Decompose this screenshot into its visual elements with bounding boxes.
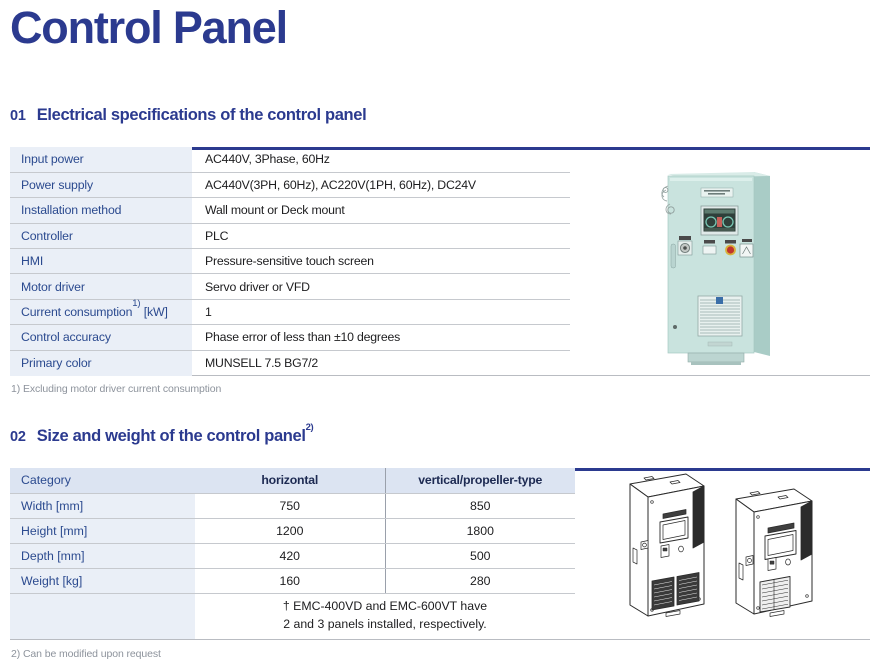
- row-label: Motor driver: [10, 273, 192, 300]
- row-label: Primary color: [10, 350, 192, 376]
- table-row: Height [mm] 1200 1800: [10, 518, 575, 544]
- table-row: Input power AC440V, 3Phase, 60Hz: [10, 147, 570, 173]
- row-value-vertical: 1800: [384, 518, 575, 544]
- table-note: † EMC-400VD and EMC-600VT have 2 and 3 p…: [195, 593, 575, 639]
- table2-bottom-rule: [10, 639, 870, 640]
- section-number: 02: [10, 429, 26, 445]
- row-label-current-consumption: Current consumption1) [kW]: [10, 297, 192, 326]
- table-header-row: Category horizontal vertical/propeller-t…: [10, 468, 575, 494]
- row-value: 1: [192, 299, 570, 326]
- table1-bottom-rule: [10, 375, 870, 376]
- control-panel-product-photo: [658, 160, 776, 372]
- row-label: Installation method: [10, 197, 192, 224]
- row-value: Wall mount or Deck mount: [192, 197, 570, 224]
- row-value: MUNSELL 7.5 BG7/2: [205, 356, 319, 371]
- cabinet-line-drawings: [608, 470, 876, 635]
- section-title: Electrical specifications of the control…: [36, 106, 367, 124]
- row-value-vertical: 500: [384, 543, 575, 569]
- row-value: AC440V(3PH, 60Hz), AC220V(1PH, 60Hz), DC…: [192, 172, 570, 199]
- table-row: Primary color MUNSELL 7.5 BG7/2: [10, 350, 570, 376]
- section-title-text: Size and weight of the control panel: [36, 427, 306, 445]
- footnote-marker: 1): [132, 297, 141, 309]
- table-row: Current consumption1) [kW] 1: [10, 297, 570, 326]
- page-title: Control Panel: [10, 2, 288, 53]
- row-value: Servo driver or VFD: [192, 273, 570, 300]
- row-value-horizontal: 160: [195, 568, 385, 594]
- row-label-text: Current consumption: [21, 305, 133, 320]
- table-row: Power supply AC440V(3PH, 60Hz), AC220V(1…: [10, 172, 570, 199]
- row-label: Input power: [10, 147, 192, 173]
- cabinet-drawings-svg: [629, 473, 813, 617]
- column-header-category: Category: [10, 468, 195, 494]
- row-value-horizontal: 1200: [195, 518, 385, 544]
- row-label: Control accuracy: [10, 324, 192, 351]
- section-heading-01: 01 Electrical specifications of the cont…: [10, 106, 367, 125]
- table-row: Width [mm] 750 850: [10, 493, 575, 519]
- table-row: HMI Pressure-sensitive touch screen: [10, 248, 570, 275]
- size-and-weight-table: Category horizontal vertical/propeller-t…: [10, 468, 575, 639]
- table-row: Motor driver Servo driver or VFD: [10, 273, 570, 300]
- table-row: Installation method Wall mount or Deck m…: [10, 197, 570, 224]
- section-title: Size and weight of the control panel2): [36, 422, 314, 446]
- row-value: PLC: [192, 223, 570, 250]
- table-note-row: † EMC-400VD and EMC-600VT have 2 and 3 p…: [10, 593, 575, 639]
- row-value-vertical: 850: [384, 493, 575, 519]
- row-label-unit: [kW]: [140, 305, 168, 320]
- row-value-horizontal: 750: [195, 493, 385, 519]
- footnote-2: 2) Can be modified upon request: [11, 648, 161, 660]
- row-label: Width [mm]: [10, 493, 195, 519]
- section-heading-02: 02 Size and weight of the control panel2…: [10, 422, 314, 446]
- row-label: Power supply: [10, 172, 192, 199]
- row-value-horizontal: 420: [195, 543, 385, 569]
- note-line-1: † EMC-400VD and EMC-600VT have: [282, 599, 488, 614]
- table-row: Controller PLC: [10, 223, 570, 250]
- row-value-vertical: 280: [384, 568, 575, 594]
- cabinet-drawing-vertical: [735, 488, 813, 617]
- row-label: Controller: [10, 223, 192, 250]
- row-value: Pressure-sensitive touch screen: [192, 248, 570, 275]
- cabinet-photo-svg: [661, 172, 770, 365]
- table-row: Control accuracy Phase error of less tha…: [10, 324, 570, 351]
- note-line-2: 2 and 3 panels installed, respectively.: [283, 617, 487, 632]
- table-row: Weight [kg] 160 280: [10, 568, 575, 594]
- section-number: 01: [10, 108, 26, 124]
- row-label: HMI: [10, 248, 192, 275]
- cabinet-drawing-horizontal: [629, 473, 705, 617]
- footnote-1: 1) Excluding motor driver current consum…: [11, 383, 222, 395]
- row-label: Weight [kg]: [10, 568, 195, 594]
- row-value: AC440V, 3Phase, 60Hz: [192, 147, 570, 173]
- electrical-specifications-table: Input power AC440V, 3Phase, 60Hz Power s…: [10, 147, 570, 376]
- column-header-horizontal: horizontal: [195, 468, 385, 494]
- row-label: Height [mm]: [10, 518, 195, 544]
- note-row-spacer: [10, 593, 195, 639]
- row-value: Phase error of less than ±10 degrees: [192, 324, 570, 351]
- column-header-vertical: vertical/propeller-type: [384, 468, 575, 494]
- footnote-marker: 2): [305, 421, 314, 433]
- row-label: Depth [mm]: [10, 543, 195, 569]
- table-row: Depth [mm] 420 500: [10, 543, 575, 569]
